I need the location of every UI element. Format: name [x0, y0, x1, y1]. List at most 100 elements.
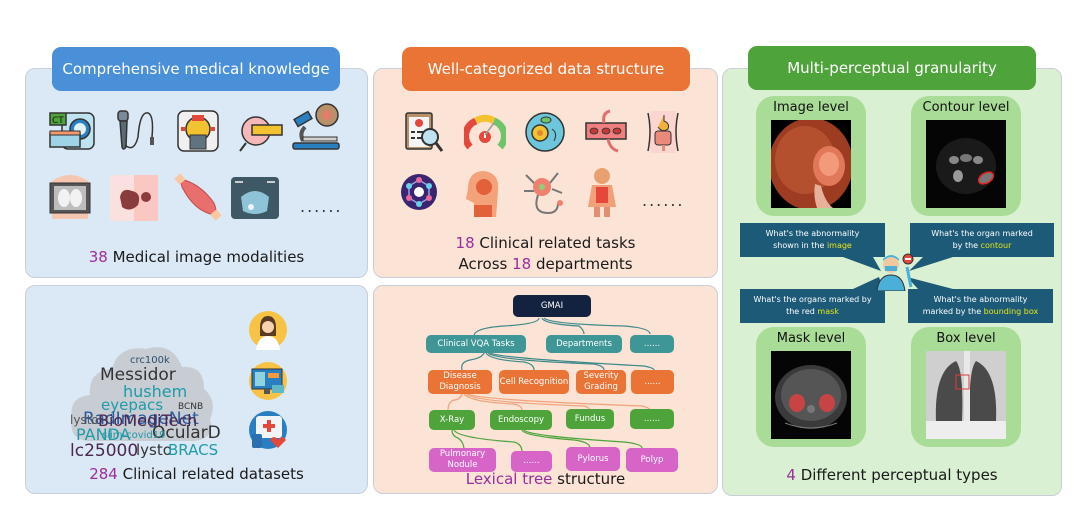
digestive-system-icon — [646, 111, 690, 155]
cloud-word: lysto — [70, 413, 99, 427]
endoscope-icon — [114, 107, 158, 151]
tree-connectors — [447, 317, 655, 453]
question-mask-line1: What's the organs marked by — [753, 295, 872, 304]
endoscopy-polyp-image — [771, 120, 851, 208]
medical-kit-icon — [248, 410, 288, 450]
chest-xray-icon — [46, 169, 91, 219]
tree-node-pylorus: Pylorus — [566, 447, 620, 471]
question-bubble-box: What's the abnormality marked by the bou… — [908, 289, 1053, 323]
doctor-avatar-icon — [248, 310, 288, 350]
departments-caption-text: departments — [531, 255, 633, 273]
mask-level-card: Mask level — [756, 327, 866, 447]
tree-node-more: ...... — [630, 335, 674, 353]
cloud-word: crc100k — [130, 355, 170, 366]
mri-machine-icon — [176, 109, 220, 153]
question-contour-highlight: contour — [980, 241, 1012, 250]
question-image-prefix: shown in the — [773, 241, 827, 250]
severity-gauge-icon — [462, 113, 508, 157]
cloud-word: lysto — [136, 441, 172, 459]
neuron-icon — [522, 169, 566, 215]
tasks-count: 18 — [455, 234, 475, 252]
question-contour-prefix: by the — [952, 241, 981, 250]
modalities-caption-text: Medical image modalities — [107, 248, 305, 266]
granularity-header: Multi-perceptual granularity — [748, 46, 1036, 90]
blood-vessel-icon — [584, 109, 628, 153]
box-level-card: Box level — [911, 327, 1021, 447]
ct-mask-image — [771, 351, 851, 439]
tree-node-severity-grading: Severity Grading — [576, 370, 626, 394]
cloud-word: BioMediTech — [98, 411, 198, 430]
tree-node-disease-diagnosis: Disease Diagnosis — [428, 370, 492, 394]
cloud-word: BRACS — [168, 441, 219, 459]
tree-node-xray: X-Ray — [429, 410, 475, 430]
tree-caption-highlight: Lexical tree — [465, 470, 553, 488]
datasets-count: 284 — [89, 465, 118, 483]
question-bubble-contour: What's the organ marked by the contour — [910, 223, 1054, 257]
tree-node-polyp: Polyp — [626, 448, 678, 472]
question-bubble-image: What's the abnormality shown in the imag… — [740, 223, 885, 257]
cell-icon — [524, 111, 568, 155]
ct-contour-image — [926, 120, 1006, 208]
tree-node-cell-recognition: Cell Recognition — [499, 370, 569, 394]
departments-count: 18 — [512, 255, 532, 273]
cloud-word: OcularD — [152, 423, 221, 443]
question-image-line1: What's the abnormality — [765, 229, 860, 238]
skin-lesion-icon — [110, 175, 158, 221]
cloud-word: hushem — [123, 382, 188, 401]
contour-level-card: Contour level — [911, 96, 1021, 216]
tasks-caption-line1: 18 Clinical related tasks — [374, 233, 717, 254]
perceptual-caption: 4 Different perceptual types — [723, 465, 1061, 486]
question-box-prefix: marked by the — [922, 307, 984, 316]
datasets-caption-text: Clinical related datasets — [117, 465, 304, 483]
eye-icon — [238, 111, 283, 155]
network-icon — [400, 173, 438, 211]
question-mask-line2: the red mask — [786, 306, 839, 318]
question-contour-line1: What's the organ marked — [931, 229, 1033, 238]
cloud-word: BCNB — [178, 402, 204, 412]
question-contour-line2: by the contour — [953, 240, 1012, 252]
departments-caption-line2: Across 18 departments — [374, 254, 717, 275]
image-level-card: Image level — [756, 96, 866, 216]
svg-text:CT: CT — [52, 116, 64, 126]
question-box-line1: What's the abnormality — [933, 295, 1028, 304]
ultrasound-icon — [231, 177, 279, 221]
structure-header: Well-categorized data structure — [402, 47, 690, 91]
doctor-surgeon-icon — [875, 253, 919, 292]
departments-caption-prefix: Across — [458, 255, 513, 273]
tree-node-clinical-vqa: Clinical VQA Tasks — [426, 335, 526, 353]
box-level-title: Box level — [936, 331, 996, 346]
modalities-caption: 38 Medical image modalities — [26, 247, 367, 268]
tree-node-more: ...... — [511, 451, 552, 472]
tree-node-fundus: Fundus — [566, 409, 614, 429]
cloud-word: eyepacs — [101, 396, 164, 414]
question-mask-highlight: mask — [817, 307, 839, 316]
modalities-count: 38 — [88, 248, 108, 266]
question-image-highlight: image — [826, 241, 852, 250]
contour-level-title: Contour level — [922, 100, 1010, 115]
tree-node-more: ...... — [630, 409, 674, 429]
modalities-panel: CT — [25, 68, 368, 278]
more-tasks-ellipsis: ...... — [642, 191, 685, 210]
tree-caption-text: structure — [552, 470, 626, 488]
question-image-line2: shown in the image — [773, 240, 852, 252]
tree-node-departments: Departments — [546, 335, 622, 353]
chest-xray-box-image — [926, 351, 1006, 439]
anatomy-body-icon — [584, 167, 628, 217]
clipboard-search-icon — [404, 109, 448, 153]
datasets-caption: 284 Clinical related datasets — [26, 464, 367, 485]
perceptual-count: 4 — [786, 466, 796, 484]
tree-root-node: GMAI — [513, 295, 591, 317]
cloud-word: siim-covid19 — [102, 430, 166, 441]
ct-scanner-icon: CT — [48, 109, 95, 153]
cloud-word: lc25000 — [70, 441, 139, 461]
datasets-panel: crc100k Messidor hushem eyepacs BCNB Rad… — [25, 285, 368, 494]
data-structure-panel: ...... 18 Clinical related tasks Across … — [373, 68, 718, 278]
mask-level-title: Mask level — [776, 331, 846, 346]
image-level-title: Image level — [773, 100, 849, 115]
cloud-word: PANDA — [76, 425, 131, 444]
granularity-panel: Image level Contour level — [722, 68, 1062, 496]
muscle-icon — [174, 173, 222, 221]
tasks-caption-text: Clinical related tasks — [474, 234, 636, 252]
question-box-highlight: bounding box — [983, 307, 1039, 316]
cloud-word: RadImageNet — [83, 409, 199, 429]
